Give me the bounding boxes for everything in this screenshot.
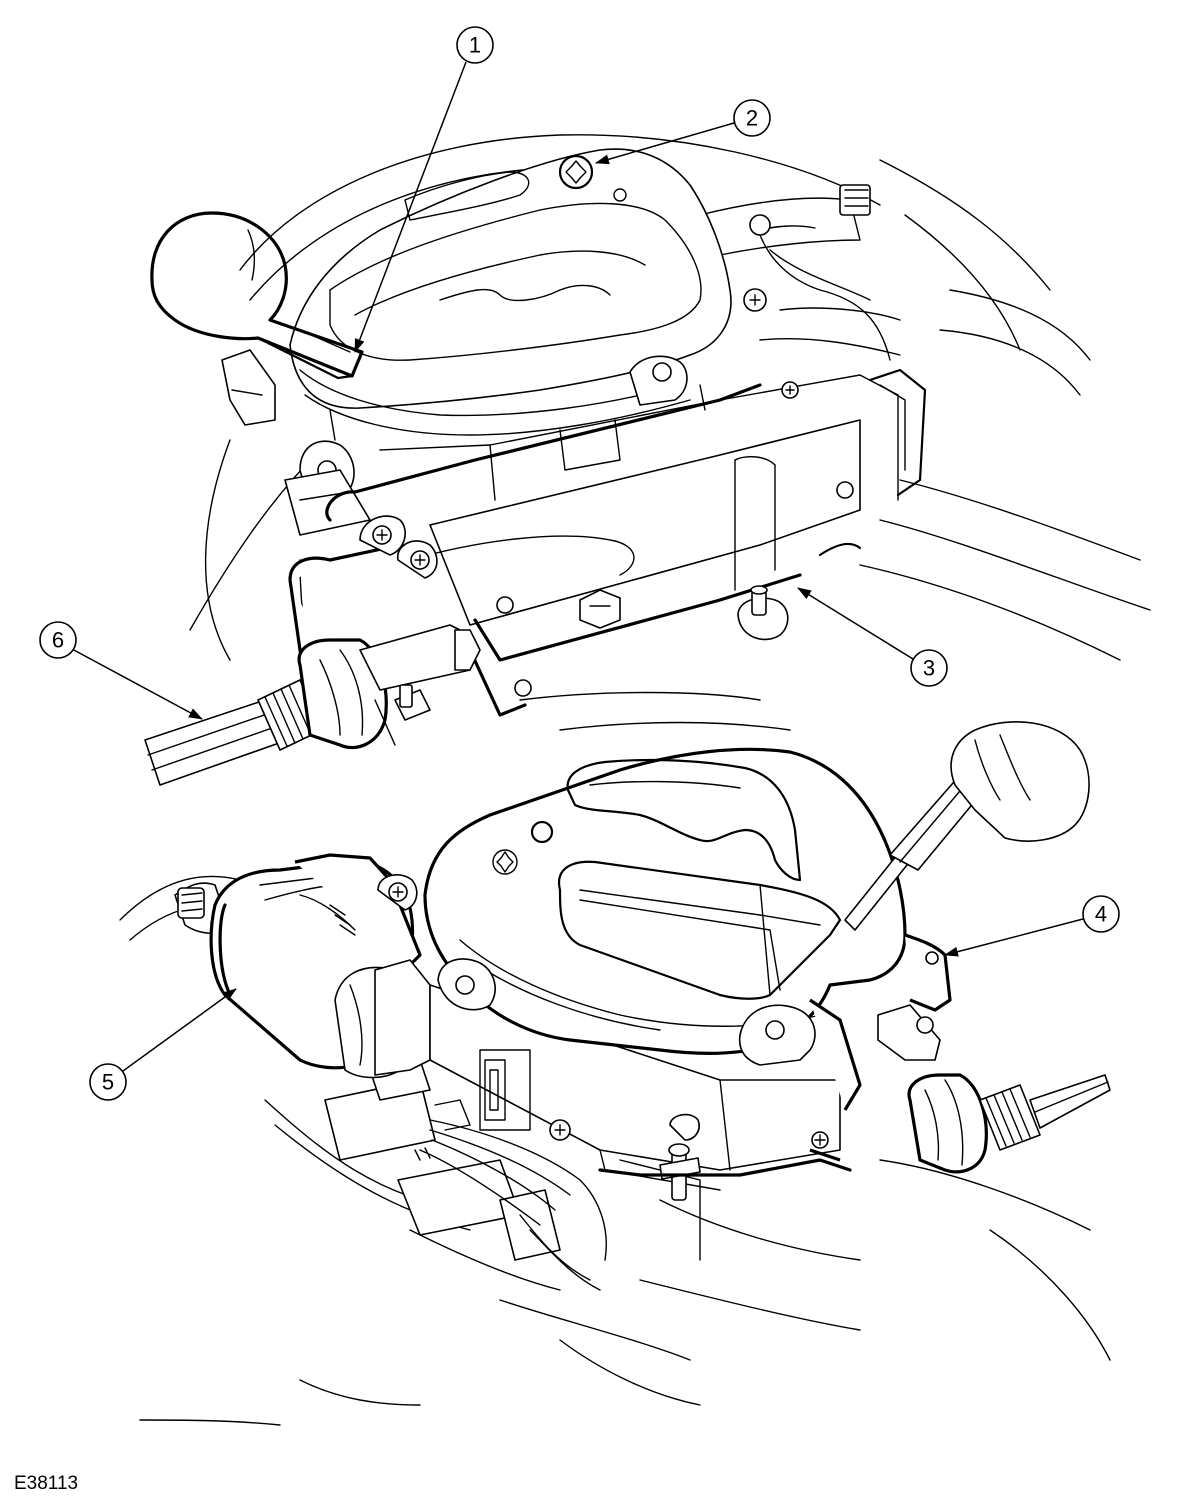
selector-cover-upper: [289, 148, 732, 500]
callouts: 1 2 3 4 5 6: [39, 26, 1120, 1101]
upper-view: [144, 134, 1151, 786]
right-mount-lower: [877, 933, 952, 1061]
surrounding-console: [189, 134, 1151, 741]
callout-2: 2: [595, 99, 771, 165]
rear-wiring: [699, 184, 927, 497]
figure-id-label: E38113: [14, 1473, 79, 1494]
shift-lever-upper: [150, 211, 364, 380]
callout-4-label: 4: [1095, 902, 1107, 927]
callout-1-label: 1: [469, 33, 481, 58]
selector-body-upper: [325, 374, 899, 662]
selector-cover-lower: [423, 747, 907, 1162]
callout-5: 5: [89, 988, 237, 1101]
callout-5-label: 5: [102, 1070, 114, 1095]
shift-cable-upper: [144, 624, 481, 786]
shift-lever-lower: [844, 721, 1090, 931]
wiring-connector-lower: [324, 1059, 607, 1291]
left-bracket-upper: [221, 349, 371, 536]
callout-1: 1: [354, 26, 494, 353]
callout-6: 6: [39, 621, 203, 720]
torx-screw-upper: [558, 154, 594, 190]
callout-3-label: 3: [923, 656, 935, 681]
callout-3: 3: [797, 587, 948, 687]
shift-cable-lower: [907, 1073, 1111, 1174]
callout-4: 4: [944, 895, 1120, 957]
callout-2-label: 2: [746, 106, 758, 131]
lower-view: [119, 721, 1111, 1426]
actuator-bracket-lower: [294, 853, 422, 967]
callout-6-label: 6: [52, 628, 64, 653]
